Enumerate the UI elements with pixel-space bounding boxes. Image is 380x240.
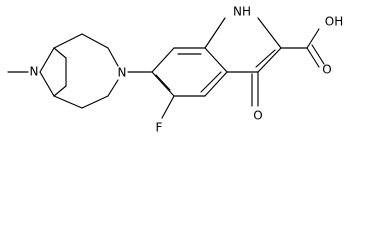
ring-bond-9 <box>107 79 119 97</box>
bridge-bond-b <box>39 71 55 97</box>
acid-carbonyl-bond <box>306 47 320 68</box>
bridge-bond-a <box>39 47 55 73</box>
aromatic-bond-6 <box>151 71 175 97</box>
molecule-drawing: N N NH F O O OH <box>7 4 344 135</box>
ring-nitrogen-label: N <box>118 66 127 80</box>
methyl-nitrogen-label: N <box>30 65 39 79</box>
ring-bond-2 <box>53 85 67 97</box>
acid-hydroxyl-bond <box>306 28 320 49</box>
bicyclic-amine-fragment <box>7 33 153 109</box>
aromatic-bond-4 <box>204 71 228 97</box>
quinolone-core <box>151 17 325 119</box>
acid-oxygen-label: O <box>322 63 331 77</box>
ring-bond-1 <box>53 47 67 59</box>
aromatic-bond-3 <box>204 47 228 73</box>
structure-canvas: N N NH F O O OH <box>7 5 343 135</box>
nitrogen-ring-bond-3 <box>257 47 282 73</box>
aromatic-bond-1 <box>151 47 175 73</box>
aromatic-inner-bond-6 <box>155 74 171 91</box>
ring-nh-label: NH <box>233 5 251 19</box>
fluorine-label: F <box>156 121 163 135</box>
nitrogen-ring-inner-bond-3 <box>255 49 276 68</box>
nitrogen-ring-bond-2 <box>257 17 282 49</box>
ring-bond-8 <box>107 47 119 67</box>
ring-bond-7 <box>81 95 109 109</box>
aromatic-inner-bond-4 <box>200 71 222 93</box>
nitrogen-ring-bond-1 <box>204 17 226 49</box>
acid-carbonyl-double-bond <box>311 44 325 65</box>
ring-bond-6 <box>81 33 109 49</box>
acid-hydroxyl-label: OH <box>325 15 343 29</box>
ketone-oxygen-label: O <box>253 109 262 123</box>
ring-bond-5 <box>53 95 83 109</box>
ring-bond-4 <box>53 33 83 49</box>
fluoro-bond <box>161 95 175 119</box>
